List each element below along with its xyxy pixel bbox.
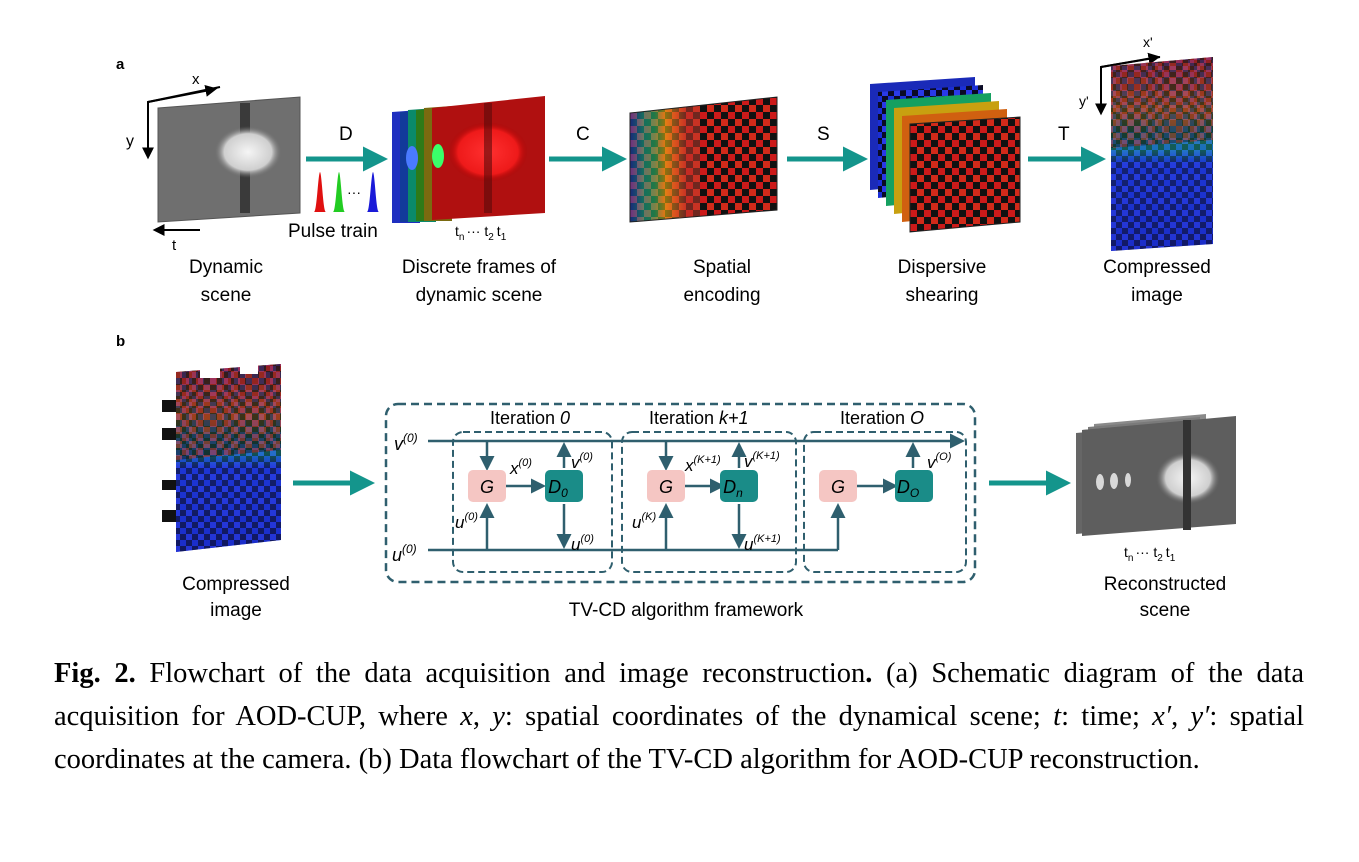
dynamic-scene-image	[157, 96, 301, 223]
iteration-title: Iteration k+1	[649, 408, 749, 428]
caption-text: : spatial coordinates at the camera. (b)…	[54, 701, 1304, 775]
pulse-ellipsis: ···	[347, 184, 361, 200]
uk-in-label: u(K)	[632, 511, 656, 532]
arrow-t-label: T	[1058, 124, 1070, 145]
g-block	[819, 470, 857, 502]
caption-title: Flowchart of the data acquisition and im…	[135, 658, 866, 689]
do-block	[895, 470, 933, 502]
uk-out-label: u(K+1)	[744, 533, 781, 554]
framework-label: TV-CD algorithm framework	[569, 600, 804, 621]
pulse-train: ··· Pulse train	[288, 172, 379, 242]
camera-axes: x' y'	[1079, 34, 1161, 116]
figure-caption: Fig. 2. Flowchart of the data acquisitio…	[54, 652, 1304, 781]
caption-var: x′	[1152, 701, 1172, 732]
axis-xprime-label: x'	[1143, 34, 1153, 50]
arrow-s-label: S	[817, 124, 830, 145]
dn-block	[720, 470, 758, 502]
g-block	[468, 470, 506, 502]
iteration-box	[452, 431, 613, 573]
dn-block-label: Dn	[723, 477, 743, 500]
iteration-title: Iteration 0	[490, 408, 570, 428]
v0-input-label: v(0)	[394, 431, 418, 454]
arrow-c-label: C	[576, 124, 590, 145]
u0-out-label: u(0)	[571, 533, 594, 554]
compressed-image-a	[1111, 57, 1213, 251]
scene-axes: x y t	[126, 71, 221, 254]
axis-x-label: x	[192, 71, 200, 88]
caption-var: x	[460, 701, 473, 732]
vo-label: v(O)	[927, 451, 952, 472]
iteration-box	[803, 431, 967, 573]
vk-label: v(K+1)	[744, 450, 780, 471]
caption-fig-label: Fig. 2.	[54, 658, 136, 689]
arrow-d-label: D	[339, 124, 353, 145]
v0-out-label: v(0)	[571, 451, 593, 472]
u0-input-label: u(0)	[392, 542, 417, 565]
g-block-label: G	[831, 477, 845, 497]
iteration-title: Iteration O	[840, 408, 924, 428]
caption-var: y′	[1190, 701, 1210, 732]
tv-cd-framework-box	[384, 402, 977, 584]
caption-var: y	[492, 701, 505, 732]
g-block	[647, 470, 685, 502]
signal-lines	[428, 433, 965, 552]
caption-text: : spatial coordinates of the dynamical s…	[504, 701, 1054, 732]
signal-labels: x(0) v(0) u(0) u(0) x(K+1) v(K+1) u(K) u…	[455, 450, 952, 554]
panel-b-letter: b	[116, 333, 125, 350]
dispersive-shearing-stack	[870, 77, 1021, 233]
xk-label: x(K+1)	[684, 454, 721, 475]
figure: a x y t D ··· Pulse train	[116, 34, 1236, 621]
x0-label: x(0)	[509, 457, 532, 478]
caption-text: ,	[472, 701, 493, 732]
d0-block-label: D0	[548, 477, 568, 500]
caption-text: ,	[1171, 701, 1191, 732]
compressed-image-b	[162, 362, 281, 554]
g-block-label: G	[659, 477, 673, 497]
caption-text: : time;	[1061, 701, 1153, 732]
spatial-encoding-image	[629, 96, 778, 223]
do-block-label: DO	[897, 477, 919, 500]
caption-text: (a) Schematic diagram of the data acquis…	[54, 658, 1304, 732]
g-block-label: G	[480, 477, 494, 497]
axis-y-label: y	[126, 133, 134, 150]
caption-title-end: .	[865, 658, 873, 689]
pulse-train-label: Pulse train	[288, 221, 378, 242]
axis-t-label: t	[172, 237, 177, 254]
u0-in-label: u(0)	[455, 511, 478, 532]
d0-block	[545, 470, 583, 502]
iteration-box	[621, 431, 797, 573]
panel-a-letter: a	[116, 56, 125, 73]
axis-yprime-label: y'	[1079, 93, 1089, 109]
caption-var: t	[1053, 701, 1062, 732]
